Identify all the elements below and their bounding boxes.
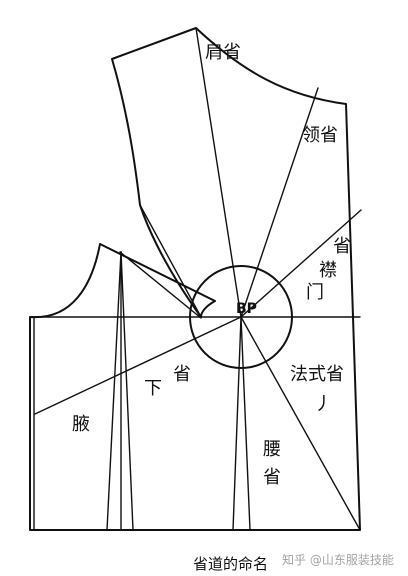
waist-dart-right [240,316,251,531]
waist-dart-left [232,316,242,531]
neck-dart-label: 领省 [302,125,338,146]
side-dart-left [106,251,122,531]
underarm-dart-label-2: 下 [144,378,162,399]
upper-mid-guide [139,204,202,318]
outer-pattern-outline [29,27,361,531]
french-dart-line [240,316,361,531]
underarm-dart-label-1: 省 [173,364,191,385]
neck-dart-line [240,87,319,318]
underarm-dart-line [34,316,242,415]
bp-circle [189,265,293,369]
french-dart-label-1: 法式省 [290,364,344,385]
placket-dart-line [240,209,362,318]
watermark: 知乎 @山东服装技能 [282,553,394,567]
waist-dart-label-2: 省 [263,467,281,488]
placket-dart-label-3: 门 [306,282,324,303]
french-dart-label-2: 丿 [314,394,332,415]
shoulder-dart-label: 肩省 [205,42,241,63]
placket-dart-label-1: 省 [333,236,351,257]
bp-label: BP [236,301,257,317]
garment-outline [29,27,361,531]
shoulder-dart-line [195,27,242,318]
construction-lines [29,27,362,531]
underarm-dart-label-3: 腋 [72,414,90,435]
placket-dart-label-2: 襟 [319,260,337,281]
upper-inner-guide [119,251,202,319]
diagram-caption: 省道的命名 [193,555,269,573]
waist-dart-label-1: 腰 [263,439,281,460]
upper-left-guide [99,243,216,302]
side-dart-right [120,251,134,531]
